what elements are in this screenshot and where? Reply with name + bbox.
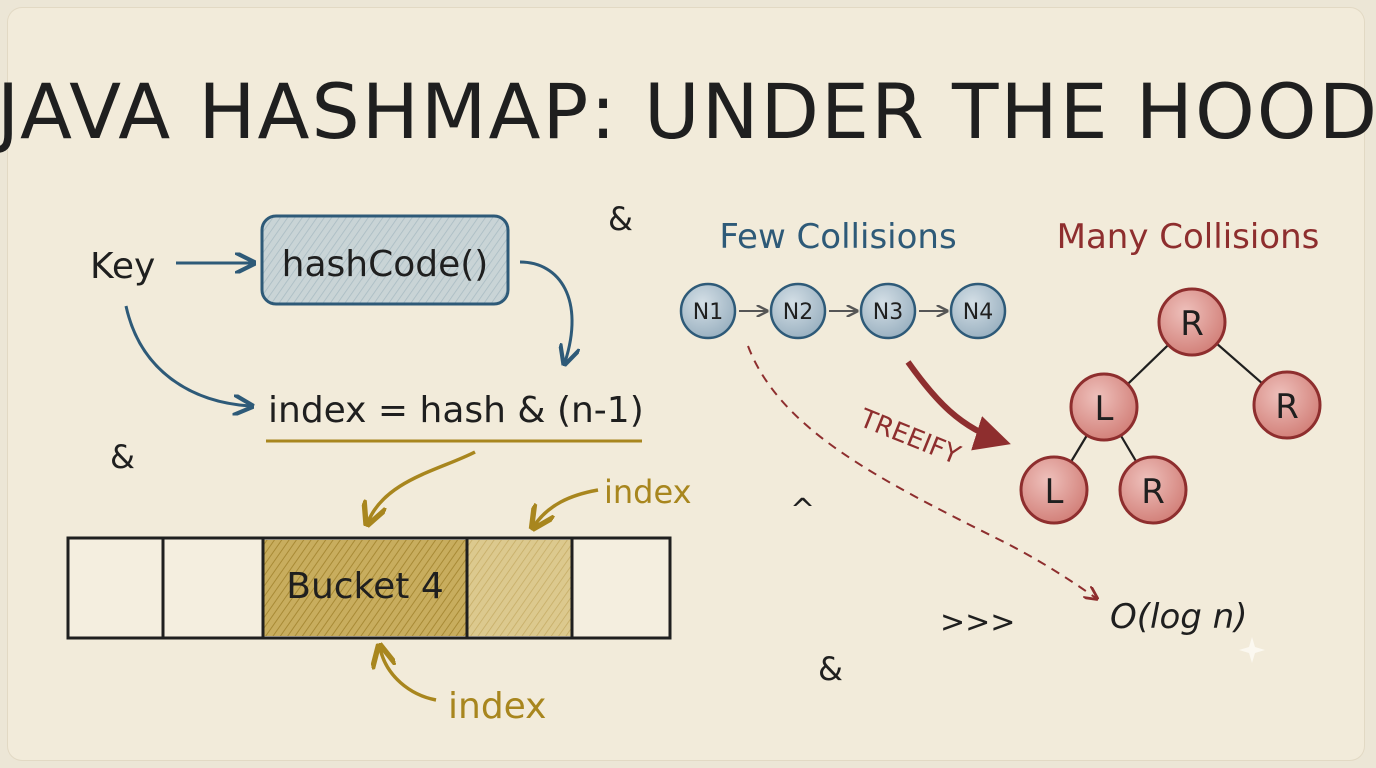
treeify-arrow bbox=[905, 360, 1011, 451]
key-label: Key bbox=[90, 246, 155, 287]
formula-to-bucket-arrow bbox=[368, 450, 476, 522]
tree-node-label: L bbox=[1095, 389, 1114, 429]
tree-node-right: R bbox=[1252, 370, 1322, 440]
many-collisions-heading: Many Collisions bbox=[1057, 217, 1320, 257]
key-to-index-arrow bbox=[124, 305, 250, 406]
caret-doodle: ^ bbox=[790, 493, 815, 528]
ampersand-doodle: & bbox=[608, 200, 633, 238]
hashcode-box bbox=[260, 214, 510, 306]
list-node bbox=[769, 282, 827, 340]
index-label-bottom: index bbox=[448, 686, 547, 727]
hashcode-label: hashCode() bbox=[282, 244, 489, 285]
ampersand-doodle: & bbox=[110, 438, 135, 476]
list-node bbox=[679, 282, 737, 340]
tree-node-label: R bbox=[1180, 304, 1204, 344]
list-node-label: N1 bbox=[693, 300, 723, 325]
chevrons-doodle: >>> bbox=[940, 605, 1015, 640]
list-node-label: N3 bbox=[873, 300, 903, 325]
linked-list: N1 N2 N3 N4 bbox=[679, 282, 1007, 340]
tree-node-label: L bbox=[1045, 472, 1064, 512]
page-title: JAVA HASHMAP: UNDER THE HOOD bbox=[0, 67, 1376, 156]
few-collisions-heading: Few Collisions bbox=[719, 217, 956, 257]
hash-to-index-arrow bbox=[519, 260, 572, 362]
tree-node-left: L bbox=[1069, 372, 1139, 442]
tree-node-left-left: L bbox=[1019, 455, 1089, 525]
list-node bbox=[949, 282, 1007, 340]
list-node-label: N4 bbox=[963, 300, 993, 325]
index-label-top: index bbox=[604, 473, 692, 511]
bucket-label: Bucket 4 bbox=[286, 566, 443, 607]
tree-node-label: R bbox=[1141, 472, 1165, 512]
index-bottom-arrow bbox=[380, 648, 437, 702]
tree-node-root: R bbox=[1157, 287, 1227, 357]
bucket-cell-5 bbox=[468, 540, 572, 636]
complexity-dashed-arrow bbox=[747, 345, 1096, 598]
sparkle-icon bbox=[1239, 637, 1265, 663]
index-formula: index = hash & (n-1) bbox=[268, 390, 644, 431]
list-node-label: N2 bbox=[783, 300, 813, 325]
ampersand-doodle: & bbox=[818, 650, 843, 688]
index-top-arrow bbox=[534, 488, 599, 526]
bucket-cell-4 bbox=[263, 540, 467, 636]
list-node bbox=[859, 282, 917, 340]
tree-node-left-right: R bbox=[1118, 455, 1188, 525]
tree-node-label: R bbox=[1275, 387, 1299, 427]
complexity-label: O(log n) bbox=[1110, 597, 1247, 637]
